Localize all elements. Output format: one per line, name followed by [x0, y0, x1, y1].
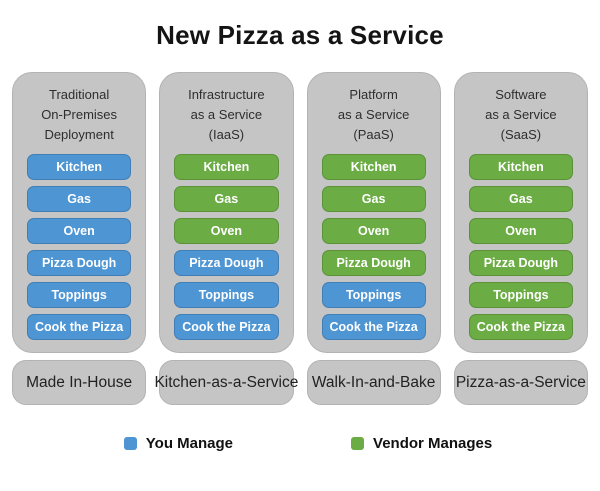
- stack-item: Kitchen: [468, 154, 573, 180]
- stack-item: Toppings: [321, 282, 426, 308]
- column-header-line: On-Premises: [41, 107, 118, 122]
- stack-item: Kitchen: [321, 154, 426, 180]
- stack-item: Pizza Dough: [174, 250, 279, 276]
- stack-item: Oven: [468, 218, 573, 244]
- stack-item: Pizza Dough: [321, 250, 426, 276]
- legend-label-vendor-manages: Vendor Manages: [373, 435, 493, 452]
- column-header-line: as a Service: [337, 107, 410, 122]
- column-footer: Pizza-as-a-Service: [453, 360, 588, 405]
- column-header: Infrastructure as a Service (IaaS): [174, 85, 278, 145]
- stack-item: Oven: [27, 218, 132, 244]
- column-header-line: (SaaS): [500, 127, 542, 142]
- stack-item: Pizza Dough: [468, 250, 573, 276]
- stack-item: Gas: [27, 186, 132, 212]
- legend-label-you-manage: You Manage: [145, 435, 234, 452]
- stack-item: Toppings: [27, 282, 132, 308]
- column-header-line: (IaaS): [208, 127, 245, 142]
- legend: You Manage Vendor Manages: [0, 435, 600, 452]
- column-header: Software as a Service (SaaS): [469, 85, 573, 145]
- stack-item: Kitchen: [27, 154, 132, 180]
- stack-item: Pizza Dough: [27, 250, 132, 276]
- column-footer: Walk-In-and-Bake: [306, 360, 441, 405]
- column-header-line: Platform: [349, 87, 398, 102]
- stack-item: Toppings: [468, 282, 573, 308]
- column-header-line: Infrastructure: [188, 87, 265, 102]
- legend-entry-vendor-manages: Vendor Manages: [351, 435, 492, 452]
- stack-item: Oven: [174, 218, 279, 244]
- stack-item: Gas: [468, 186, 573, 212]
- stack-item: Toppings: [174, 282, 279, 308]
- vendor-manages-swatch-icon: [351, 437, 365, 450]
- column-footer: Kitchen-as-a-Service: [154, 360, 298, 405]
- column-header-line: (PaaS): [353, 127, 394, 142]
- legend-entry-you-manage: You Manage: [123, 435, 234, 452]
- stack-item: Cook the Pizza: [468, 314, 573, 340]
- stack-item: Cook the Pizza: [321, 314, 426, 340]
- stack-item: Kitchen: [174, 154, 279, 180]
- stack-item: Cook the Pizza: [27, 314, 132, 340]
- column-header-line: Traditional: [49, 87, 110, 102]
- stack-item: Cook the Pizza: [174, 314, 279, 340]
- stack-item: Oven: [321, 218, 426, 244]
- column-header-line: Deployment: [44, 127, 114, 142]
- column-header-line: as a Service: [485, 107, 557, 122]
- stack-item: Gas: [321, 186, 426, 212]
- column-header: Platform as a Service (PaaS): [322, 85, 426, 145]
- column-footer: Made In-House: [12, 360, 147, 405]
- column-header-line: Software: [495, 87, 547, 102]
- you-manage-swatch-icon: [123, 437, 137, 450]
- page-title: New Pizza as a Service: [156, 20, 444, 50]
- stack-item: Gas: [174, 186, 279, 212]
- column-header-line: as a Service: [190, 107, 263, 122]
